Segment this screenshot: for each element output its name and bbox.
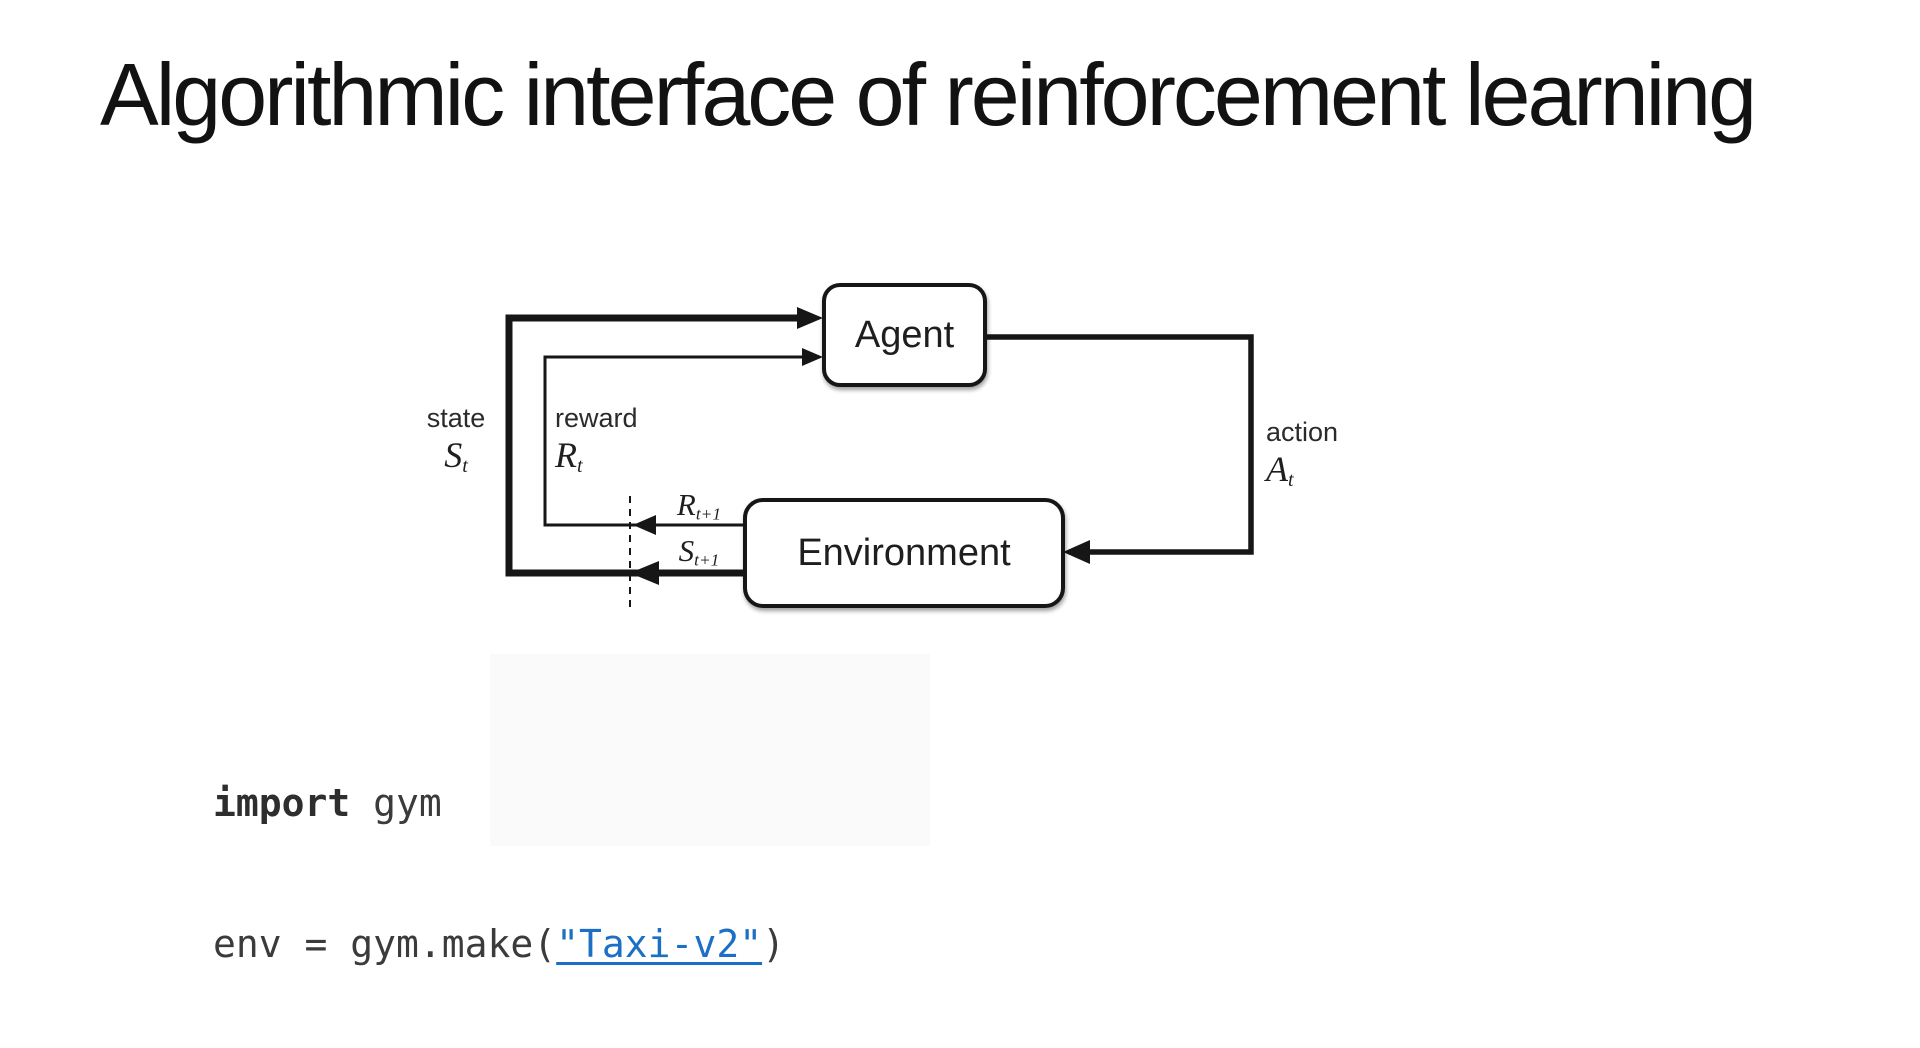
state-label: state St bbox=[402, 402, 510, 487]
code-screenshot-artifact bbox=[490, 654, 930, 846]
page-title: Algorithmic interface of reinforcement l… bbox=[100, 45, 1757, 144]
import-keyword: import bbox=[213, 781, 351, 825]
code-text: gym bbox=[350, 781, 442, 825]
code-text: env = gym.make( bbox=[213, 922, 557, 966]
state-arrowhead bbox=[797, 307, 823, 329]
action-label: action At bbox=[1266, 416, 1338, 501]
code-block: import gym env = gym.make("Taxi-v2") obs… bbox=[213, 686, 1448, 1048]
agent-box-label: Agent bbox=[854, 313, 955, 356]
environment-box: Environment bbox=[743, 498, 1065, 608]
state-word: state bbox=[426, 403, 486, 433]
rl-loop-lines bbox=[505, 307, 1254, 610]
reward-arrowhead bbox=[802, 348, 823, 366]
next-state-arrowhead bbox=[630, 561, 659, 585]
state-symbol: St bbox=[444, 435, 468, 478]
environment-box-label: Environment bbox=[797, 531, 1011, 574]
action-symbol: At bbox=[1266, 449, 1294, 492]
taxi-v2-link[interactable]: "Taxi-v2" bbox=[556, 922, 763, 966]
action-word: action bbox=[1266, 417, 1339, 447]
code-line: env = gym.make("Taxi-v2") bbox=[213, 921, 1448, 968]
action-arrowhead bbox=[1063, 540, 1090, 564]
reward-word: reward bbox=[555, 403, 638, 433]
next-reward-arrowhead bbox=[633, 515, 656, 535]
next-state-label: St+1 bbox=[662, 534, 736, 577]
next-state-symbol: St+1 bbox=[678, 533, 720, 570]
next-reward-label: Rt+1 bbox=[662, 488, 736, 531]
code-text: ) bbox=[762, 922, 785, 966]
state-loop-line bbox=[505, 314, 808, 577]
agent-box: Agent bbox=[822, 283, 987, 387]
action-loop-line bbox=[987, 334, 1254, 555]
rl-loop-diagram: Agent Environment state St reward Rt act… bbox=[400, 260, 1420, 660]
reward-label: reward Rt bbox=[555, 402, 638, 487]
next-reward-symbol: Rt+1 bbox=[676, 487, 722, 524]
code-line: import gym bbox=[213, 780, 1448, 827]
reward-symbol: Rt bbox=[555, 435, 583, 478]
